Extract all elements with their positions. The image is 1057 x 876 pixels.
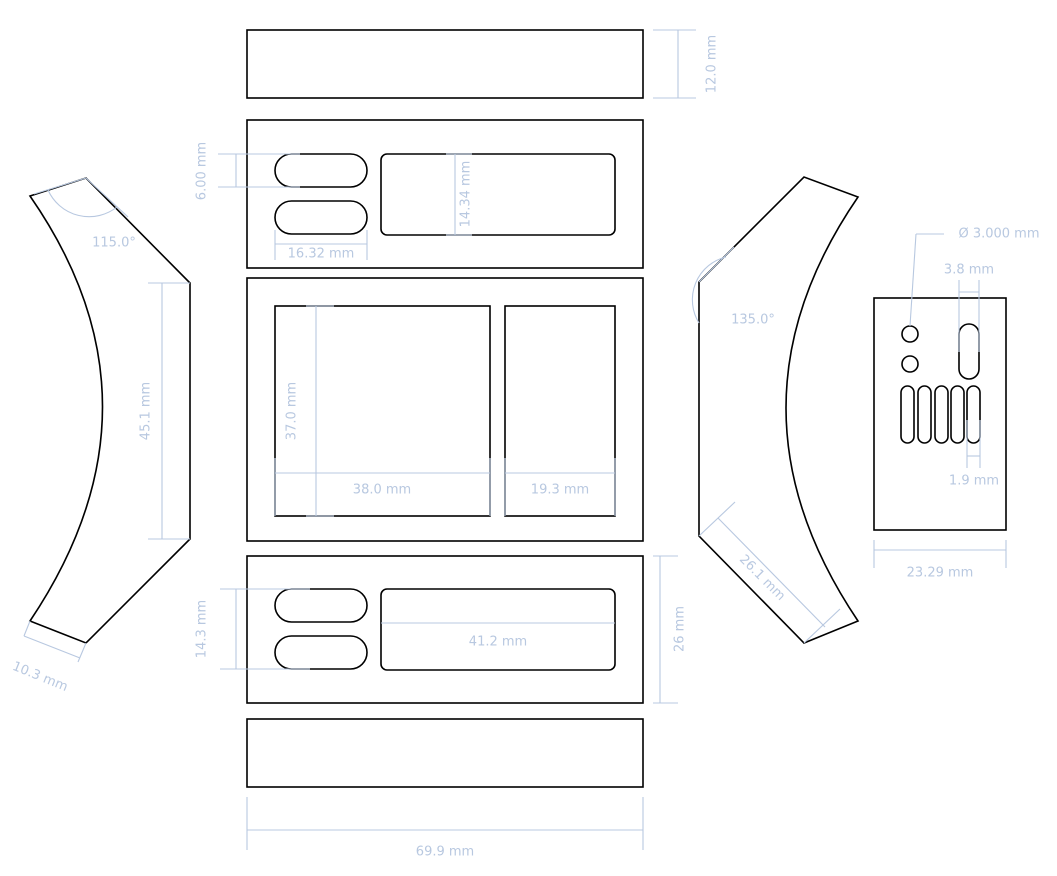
upper-slot-1 — [274, 153, 368, 188]
middle-panel-outline — [246, 277, 644, 542]
lower-window-width-label: 41.2 mm — [469, 635, 527, 650]
large-window — [274, 305, 491, 517]
lower-slot-1 — [274, 588, 368, 623]
overall-width-label: 69.9 mm — [416, 845, 474, 860]
left-angle-ref-line-2 — [85, 177, 129, 218]
lower-panel-height-label: 26 mm — [673, 606, 688, 652]
lower-window — [380, 588, 616, 671]
end-panel-outline — [873, 297, 1007, 531]
right-length-ext-2 — [803, 608, 841, 644]
right-curved-side: 135.0° 26.1 mm — [691, 176, 860, 644]
right-length-ext-1 — [698, 501, 736, 537]
large-window-height-label: 37.0 mm — [285, 382, 300, 440]
slot-width-label: 16.32 mm — [288, 247, 355, 262]
left-height-label: 45.1 mm — [139, 382, 154, 440]
right-angle-arc — [691, 256, 727, 324]
bottom-strip-outline — [246, 718, 644, 788]
top-strip-panel: 12.0 mm — [246, 29, 720, 99]
upper-slot-2 — [274, 200, 368, 235]
end-panel-width-label: 23.29 mm — [907, 566, 974, 581]
left-angle-label: 115.0° — [92, 236, 136, 251]
left-curved-side: 115.0° 45.1 mm 10.3 mm — [10, 177, 191, 695]
left-width-ext-2 — [77, 642, 87, 663]
top-strip-height-label: 12.0 mm — [705, 35, 720, 93]
left-width-label: 10.3 mm — [10, 659, 70, 695]
vent-slot-4 — [950, 385, 965, 444]
vent-slot-3 — [934, 385, 949, 444]
right-angle-ref-line — [698, 246, 735, 283]
slot-small-width-label: 3.8 mm — [944, 263, 994, 278]
left-angle-ref-line — [33, 177, 87, 195]
right-angle-label: 135.0° — [731, 313, 775, 328]
end-panel-hole-2 — [901, 355, 919, 373]
lower-slot-panel: 14.3 mm 41.2 mm 26 mm — [195, 555, 688, 704]
hole-diameter-leader — [909, 233, 917, 327]
vent-slot-5 — [966, 385, 981, 444]
vent-slot-1 — [900, 385, 915, 444]
top-strip-outline — [246, 29, 644, 99]
lower-slots-height-label: 14.3 mm — [195, 600, 210, 658]
vent-slot-2 — [917, 385, 932, 444]
end-panel: Ø 3.000 mm 3.8 mm 1.9 mm 23.29 mm — [873, 227, 1040, 581]
slot-height-label: 6.00 mm — [195, 142, 210, 200]
narrow-window-width-label: 19.3 mm — [531, 483, 589, 498]
lower-slot-2 — [274, 635, 368, 670]
right-curved-side-outline — [698, 176, 860, 644]
upper-slot-panel: 6.00 mm 14.34 mm 16.32 mm — [195, 119, 644, 269]
right-length-dim-line — [717, 517, 826, 628]
left-angle-arc — [47, 189, 118, 218]
hole-diameter-label: Ø 3.000 mm — [958, 227, 1039, 242]
upper-slot-panel-outline — [246, 119, 644, 269]
vent-gap-label: 1.9 mm — [949, 474, 999, 489]
bottom-strip-panel: 69.9 mm — [246, 718, 644, 860]
narrow-window — [504, 305, 616, 517]
middle-window-panel: 37.0 mm 38.0 mm 19.3 mm — [246, 277, 644, 542]
window-height-label: 14.34 mm — [459, 161, 474, 228]
left-width-ext-1 — [23, 620, 31, 637]
lower-panel-outline — [246, 555, 644, 704]
upper-window — [380, 153, 616, 236]
large-window-width-label: 38.0 mm — [353, 483, 411, 498]
left-width-dim-line — [23, 635, 81, 659]
